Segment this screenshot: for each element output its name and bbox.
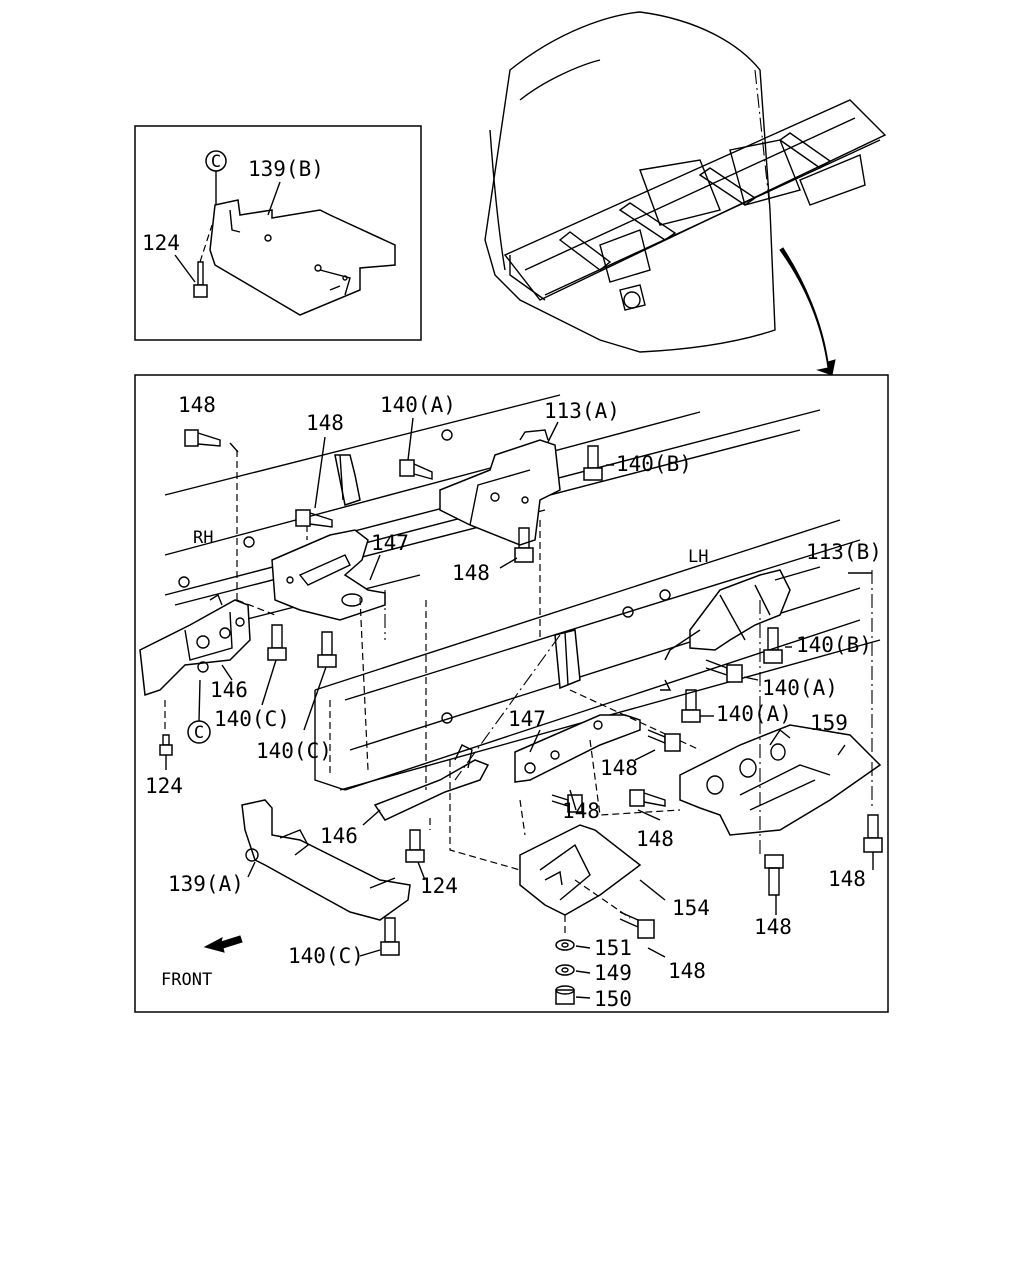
bolt-148-e	[551, 794, 583, 813]
label-148-a: 148	[178, 393, 216, 417]
plate-139b	[209, 199, 396, 316]
label-140c-c: 140(C)	[288, 944, 364, 968]
ref-circle-c-main: C	[187, 679, 211, 744]
crossmember-159	[679, 724, 882, 836]
bolt-140b-b	[763, 627, 783, 664]
bracket-154	[519, 824, 642, 916]
bolt-148-f	[629, 789, 666, 807]
label-140b-a: 140(B)	[616, 452, 692, 476]
label-147-a: 147	[371, 531, 409, 555]
inset-frame	[134, 125, 422, 341]
label-148-g: 148	[828, 867, 866, 891]
bracket-113a	[439, 429, 561, 546]
label-146-b: 146	[320, 824, 358, 848]
label-140a-a: 140(A)	[380, 393, 456, 417]
inset-panel: C 139(B) 124	[134, 125, 422, 341]
bolt-140c-b	[317, 631, 337, 668]
front-label: FRONT	[161, 970, 212, 990]
label-124-inset: 124	[142, 231, 180, 255]
label-140c-b: 140(C)	[256, 739, 332, 763]
bolt-124-a	[159, 734, 173, 756]
label-148-h: 148	[754, 915, 792, 939]
svg-text:C: C	[211, 152, 221, 172]
label-140b-b: 140(B)	[796, 633, 872, 657]
side-label-rh: RH	[193, 528, 213, 548]
bolt-124-b	[405, 829, 425, 863]
bolt-140c-c	[380, 917, 400, 956]
label-148-i: 148	[668, 959, 706, 983]
front-arrow-icon	[203, 935, 243, 953]
label-154: 154	[672, 896, 710, 920]
truck-overview	[484, 11, 887, 376]
label-139a: 139(A)	[168, 872, 244, 896]
bracket-147-rh	[271, 529, 386, 621]
bolt-148-h	[764, 854, 784, 896]
bracket-rh-upper	[334, 454, 361, 506]
bolt-148-a	[184, 429, 221, 447]
label-149: 149	[594, 961, 632, 985]
bolt-140a-b	[705, 659, 743, 683]
label-148-c: 148	[452, 561, 490, 585]
label-151: 151	[594, 936, 632, 960]
svg-text:C: C	[194, 723, 204, 743]
label-140a-b: 140(A)	[762, 676, 838, 700]
label-147-b: 147	[508, 707, 546, 731]
label-148-e: 148	[562, 799, 600, 823]
label-113a: 113(A)	[544, 399, 620, 423]
callout-labels: 148 148 140(A) 113(A) 140(B) 147 148 113…	[145, 393, 882, 1011]
bolt-148-d	[647, 729, 681, 752]
label-159: 159	[810, 711, 848, 735]
washer-151	[555, 939, 575, 951]
label-124-b: 124	[420, 874, 458, 898]
label-124-a: 124	[145, 774, 183, 798]
bracket-146-rh	[139, 593, 251, 697]
bracket-147-lh	[514, 714, 641, 783]
bolt-124-inset	[193, 224, 213, 298]
bolt-148-b	[295, 509, 333, 528]
label-139b-inset: 139(B)	[248, 157, 324, 181]
bolt-148-i	[619, 911, 655, 939]
bolt-140a-c	[681, 689, 701, 723]
washer-149	[555, 964, 575, 976]
label-140a-c: 140(A)	[716, 702, 792, 726]
side-label-lh: LH	[688, 547, 708, 567]
label-113b: 113(B)	[806, 540, 882, 564]
bracket-lh-vertical	[554, 629, 581, 690]
main-panel: RH LH	[134, 374, 889, 1013]
ref-circle-c-inset: C	[205, 150, 227, 205]
label-140c-a: 140(C)	[214, 707, 290, 731]
label-146-a: 146	[210, 678, 248, 702]
bracket-113b	[660, 569, 791, 691]
bolt-140a-a	[399, 459, 433, 480]
bolt-140b-a	[583, 445, 603, 481]
bolt-140c-a	[267, 624, 287, 661]
nut-150	[555, 985, 575, 1005]
label-148-d: 148	[600, 756, 638, 780]
leader-lines	[165, 417, 874, 999]
label-150: 150	[594, 987, 632, 1011]
plate-139a	[241, 799, 411, 921]
main-frame	[134, 374, 889, 1013]
bolt-148-g	[863, 814, 883, 853]
guide-lines	[164, 450, 873, 935]
bolt-148-c	[514, 527, 534, 563]
bracket-146-lh	[373, 744, 490, 821]
label-148-f: 148	[636, 827, 674, 851]
label-148-b: 148	[306, 411, 344, 435]
